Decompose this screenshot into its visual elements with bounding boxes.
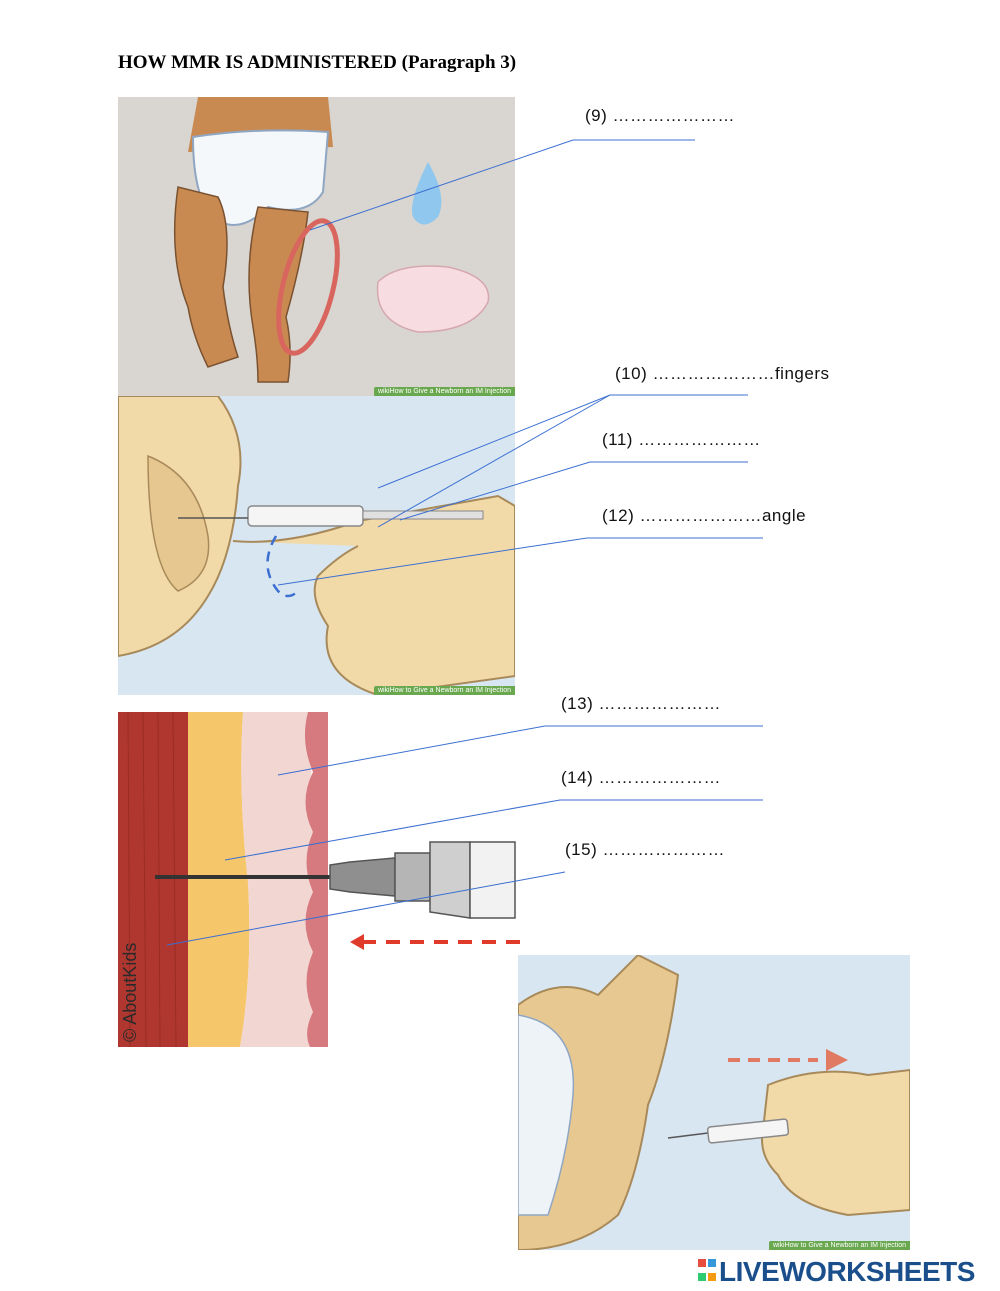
watermark: © AboutKids <box>120 943 140 1042</box>
wikihow-caption: wikiHow to Give a Newborn an IM Injectio… <box>373 387 515 396</box>
tissue-layers-illustration: © AboutKids <box>118 712 328 1047</box>
page-title: HOW MMR IS ADMINISTERED (Paragraph 3) <box>118 52 517 73</box>
label-14[interactable]: (14) ………………… <box>561 768 721 787</box>
label-11[interactable]: (11) ………………… <box>602 430 761 449</box>
label-15[interactable]: (15) ………………… <box>565 840 725 859</box>
brand-name: LIVEWORKSHEETS <box>719 1256 975 1287</box>
label-10[interactable]: (10) …………………fingers <box>615 364 830 383</box>
withdraw-needle-illustration: wikiHow to Give a Newborn an IM Injectio… <box>518 955 910 1250</box>
wikihow-caption: wikiHow to Give a Newborn an IM Injectio… <box>373 686 515 695</box>
label-12[interactable]: (12) …………………angle <box>602 506 807 525</box>
logo-mark-icon <box>698 1259 716 1285</box>
label-13[interactable]: (13) ………………… <box>561 694 721 713</box>
wikihow-caption: wikiHow to Give a Newborn an IM Injectio… <box>768 1241 910 1250</box>
syringe-grip-illustration: wikiHow to Give a Newborn an IM Injectio… <box>118 396 515 695</box>
label-9[interactable]: (9) ………………… <box>585 106 735 125</box>
liveworksheets-logo: LIVEWORKSHEETS <box>698 1256 975 1288</box>
thigh-illustration: wikiHow to Give a Newborn an IM Injectio… <box>118 97 515 396</box>
